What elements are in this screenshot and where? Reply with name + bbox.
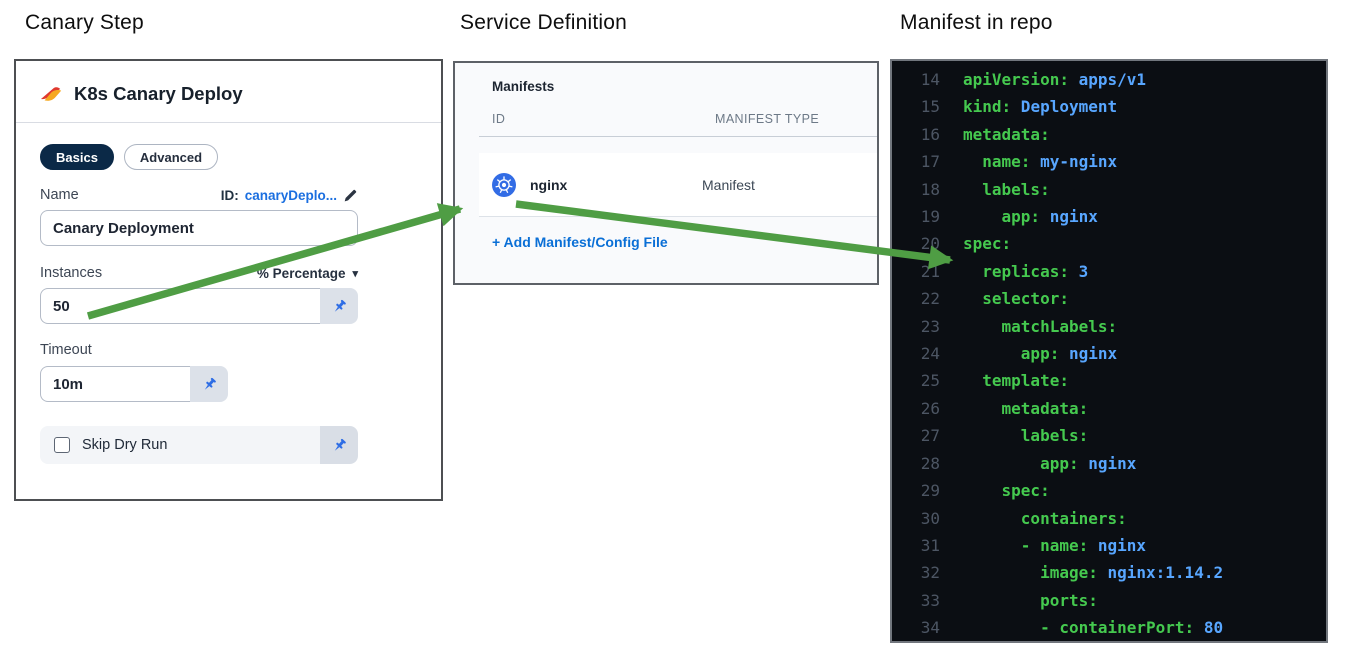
manifests-title: Manifests [492, 79, 555, 94]
manifest-id-cell: nginx [492, 172, 702, 197]
column-header-id: ID [492, 112, 506, 126]
chevron-down-icon: ▾ [352, 267, 358, 280]
skip-dry-run-checkbox[interactable] [54, 437, 70, 453]
instances-unit-label: % Percentage [256, 265, 346, 281]
tab-basics[interactable]: Basics [40, 144, 114, 170]
code-line: 18 labels: [920, 179, 1050, 199]
code-line: 34 - containerPort: 80 [920, 618, 1224, 638]
pin-icon [204, 377, 216, 390]
step-header: K8s Canary Deploy [40, 83, 417, 105]
canary-bird-icon [40, 85, 64, 103]
timeout-field-header: Timeout [40, 341, 358, 359]
code-line: 24 app: nginx [920, 344, 1118, 364]
code-line: 17 name: my-nginx [920, 152, 1118, 172]
heading-canary-step: Canary Step [25, 11, 144, 34]
heading-manifest-in-repo: Manifest in repo [900, 11, 1053, 34]
manifests-table-header: ID MANIFEST TYPE [455, 112, 877, 126]
canary-step-panel: K8s Canary Deploy Basics Advanced Name I… [14, 59, 443, 501]
manifest-row-nginx[interactable]: nginx Manifest [479, 153, 877, 217]
skip-dry-run-pin-button[interactable] [320, 426, 358, 464]
code-line: 23 matchLabels: [920, 316, 1118, 336]
pin-icon [334, 438, 346, 451]
tab-bar: Basics Advanced [40, 144, 417, 170]
name-input[interactable] [40, 210, 358, 246]
header-divider [16, 122, 441, 123]
instances-field-header: Instances % Percentage ▾ [40, 265, 358, 281]
skip-dry-run-row: Skip Dry Run [40, 426, 358, 464]
name-label: Name [40, 187, 79, 203]
code-line: 25 template: [920, 371, 1069, 391]
id-value-link[interactable]: canaryDeplo... [244, 187, 337, 203]
timeout-input-group [40, 366, 417, 402]
timeout-label: Timeout [40, 342, 92, 358]
code-line: 28 app: nginx [920, 453, 1137, 473]
code-line: 29 spec: [920, 481, 1050, 501]
instances-pin-button[interactable] [320, 288, 358, 324]
step-id-wrap: ID: canaryDeplo... [221, 188, 358, 203]
column-header-manifest-type: MANIFEST TYPE [715, 112, 820, 126]
instances-input[interactable] [40, 288, 320, 324]
tab-advanced[interactable]: Advanced [123, 144, 219, 170]
code-line: 21 replicas: 3 [920, 261, 1089, 281]
timeout-input[interactable] [40, 366, 190, 402]
code-line: 19 app: nginx [920, 207, 1098, 227]
add-manifest-link[interactable]: + Add Manifest/Config File [492, 234, 668, 250]
kubernetes-icon [492, 172, 516, 197]
code-line: 30 containers: [920, 508, 1127, 528]
pin-icon [334, 299, 346, 312]
table-header-divider [479, 136, 877, 137]
timeout-pin-button[interactable] [190, 366, 228, 402]
name-field-header: Name ID: canaryDeplo... [40, 187, 358, 203]
code-line: 26 metadata: [920, 398, 1089, 418]
skip-dry-run-label: Skip Dry Run [82, 437, 168, 453]
service-definition-panel: Manifests ID MANIFEST TYPE [453, 61, 879, 285]
instances-unit-dropdown[interactable]: % Percentage ▾ [257, 266, 358, 281]
instances-input-group [40, 288, 417, 324]
instances-label: Instances [40, 265, 103, 281]
step-title: K8s Canary Deploy [74, 83, 243, 104]
code-line: 32 image: nginx:1.14.2 [920, 563, 1224, 583]
manifest-id-value: nginx [530, 176, 568, 193]
code-line: 33 ports: [920, 590, 1098, 610]
code-line: 22 selector: [920, 289, 1069, 309]
heading-service-definition: Service Definition [460, 11, 628, 34]
edit-pencil-icon[interactable] [343, 188, 358, 203]
manifest-type-value: Manifest [702, 176, 755, 193]
code-line: 31 - name: nginx [920, 535, 1147, 555]
id-label: ID: [220, 187, 239, 203]
code-line: 27 labels: [920, 426, 1089, 446]
